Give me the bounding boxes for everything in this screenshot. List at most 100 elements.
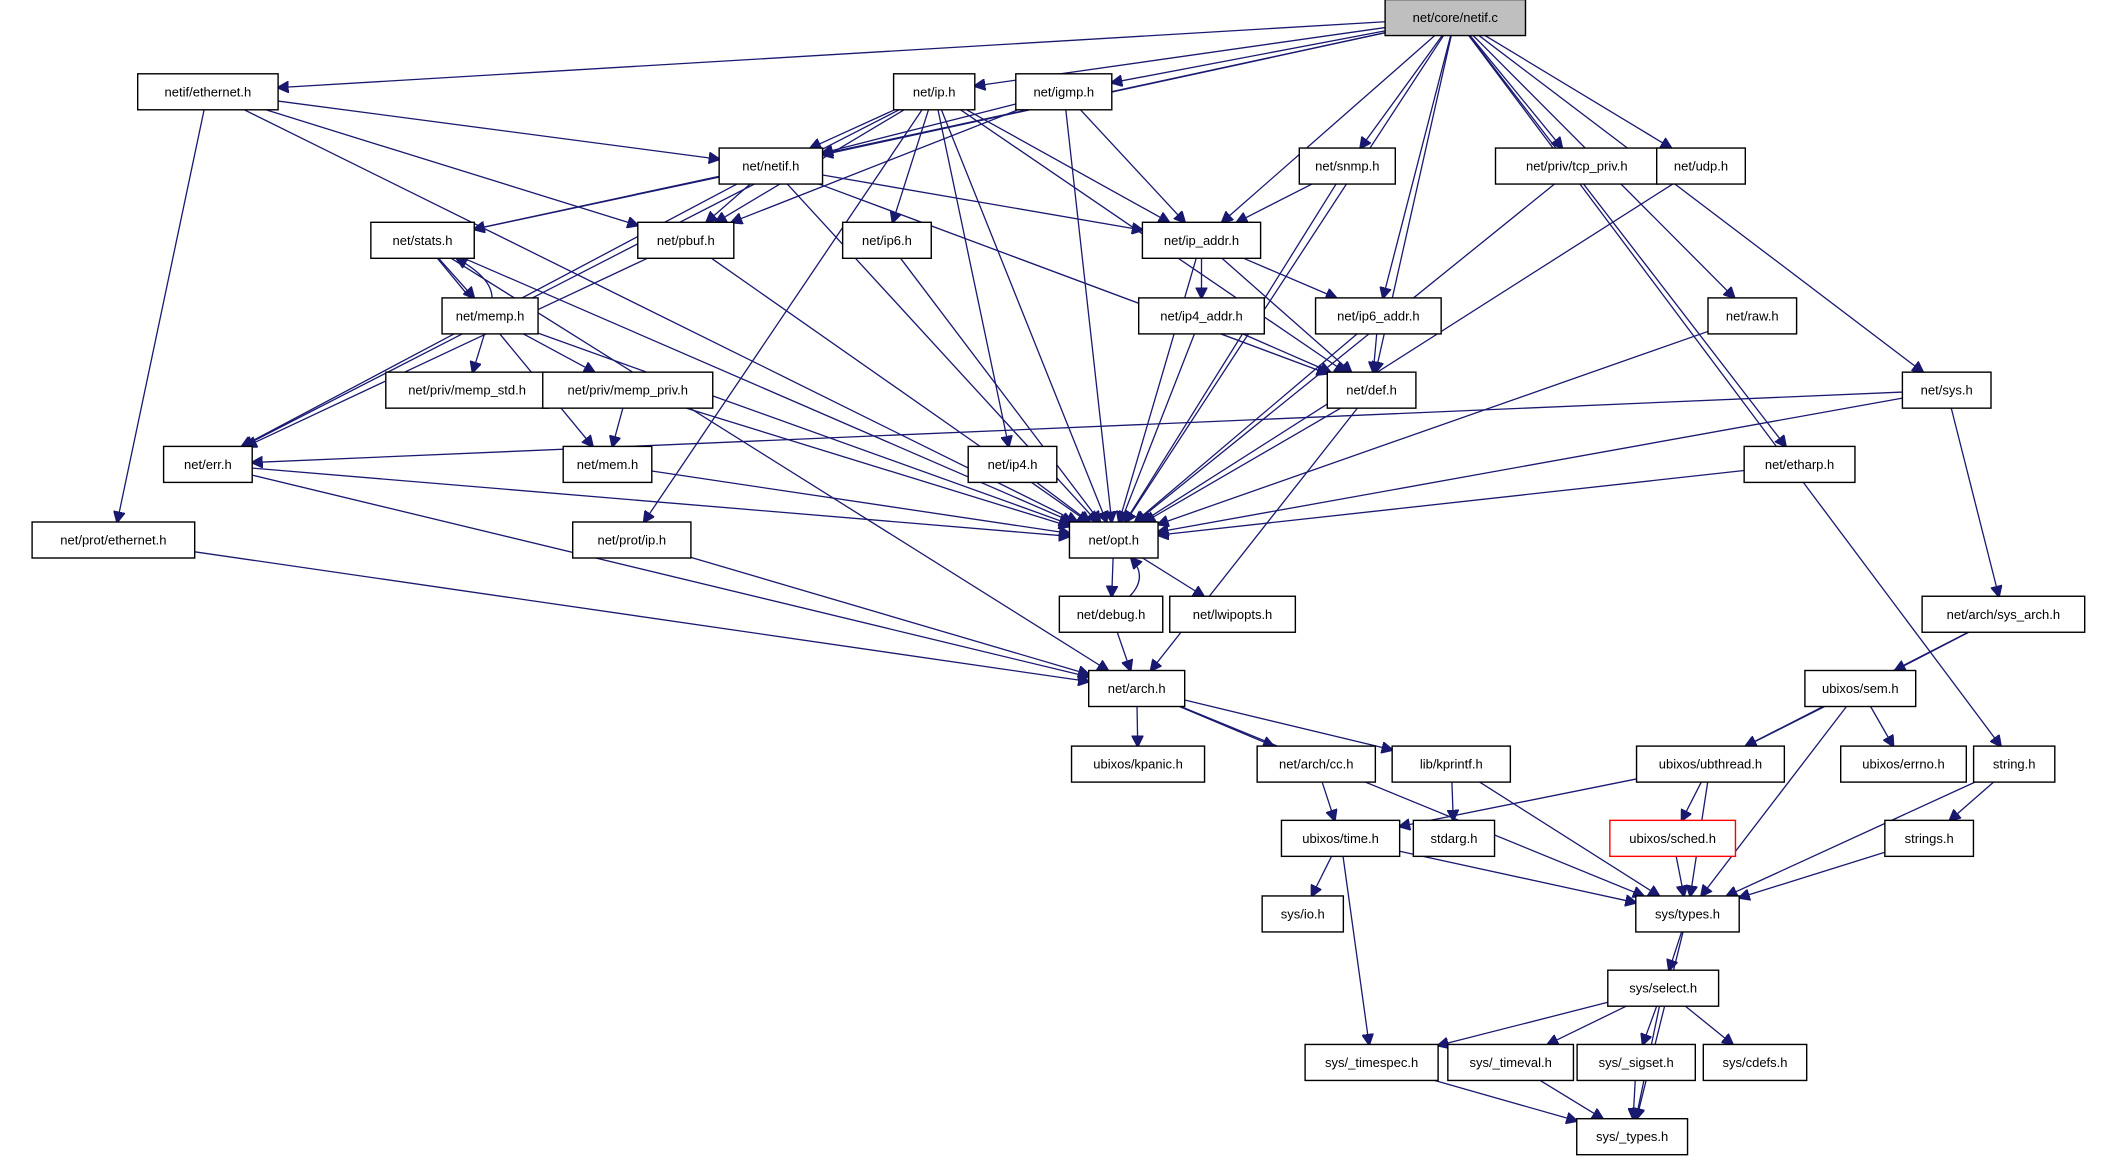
edge-cc-to-time [1321,781,1335,820]
edge-kprintf-to-stdarg [1452,782,1453,820]
edge-memp-to-stats [457,258,493,298]
node-sys[interactable]: net/sys.h [1901,371,1992,409]
node-igmp[interactable]: net/igmp.h [1015,73,1113,111]
node-label: ubixos/sem.h [1822,681,1899,696]
node-label: net/prot/ip.h [597,533,666,548]
edge-select-to-sigset [1643,1005,1658,1044]
node-time[interactable]: ubixos/time.h [1280,819,1401,858]
node-netif-h[interactable]: net/netif.h [718,147,824,185]
node-lwipopts[interactable]: net/lwipopts.h [1169,595,1297,633]
edge-netif_h-to-stats [474,176,720,229]
node-strings[interactable]: strings.h [1884,819,1975,858]
edge-netif_h-to-def [818,183,1327,374]
edge-sem-to-errno [1870,706,1894,747]
node-ip4[interactable]: net/ip4.h [967,445,1058,484]
node-sem[interactable]: ubixos/sem.h [1804,669,1917,708]
node-stdarg[interactable]: stdarg.h [1412,819,1496,858]
node-box [1494,147,1659,185]
node-box [1015,73,1113,111]
edge-tcp_priv-to-opt [1136,183,1555,522]
node-box [1635,895,1740,933]
node-label: net/arch/cc.h [1279,757,1353,772]
node-label: net/stats.h [393,233,453,248]
node-box [1447,1043,1575,1082]
node-box [967,445,1058,484]
node-cc[interactable]: net/arch/cc.h [1256,745,1377,783]
node-cdefs[interactable]: sys/cdefs.h [1702,1043,1808,1082]
node-ip6[interactable]: net/ip6.h [841,221,932,260]
node-netif-c[interactable]: net/core/netif.c [1384,0,1527,37]
node-stats[interactable]: net/stats.h [370,221,475,260]
node-timeval[interactable]: sys/_timeval.h [1447,1043,1575,1082]
node-sigset[interactable]: sys/_sigset.h [1576,1043,1696,1082]
node-udp[interactable]: net/udp.h [1655,147,1746,185]
node-label: sys/cdefs.h [1722,1055,1787,1070]
edge-ip4_addr-to-def [1242,333,1331,372]
node-memp[interactable]: net/memp.h [441,297,539,335]
node-ip-addr[interactable]: net/ip_addr.h [1141,221,1262,260]
node-box [1576,1117,1689,1156]
node-mem[interactable]: net/mem.h [562,445,653,484]
node-opt[interactable]: net/opt.h [1068,521,1159,559]
node-box [841,221,932,260]
node-box [1576,1043,1696,1082]
node-prot-ip[interactable]: net/prot/ip.h [572,521,692,559]
node-sched[interactable]: ubixos/sched.h [1609,819,1737,858]
edge-time-to-timespec [1342,856,1369,1044]
edge-strings-to-types [1739,851,1886,898]
node-ubthread[interactable]: ubixos/ubthread.h [1635,745,1786,783]
node-label: sys/select.h [1629,981,1697,996]
edge-ip-to-ip_addr [966,109,1170,223]
node-raw[interactable]: net/raw.h [1707,297,1798,335]
node-label: net/prot/ethernet.h [60,533,166,548]
node-label: net/ip4.h [988,457,1038,472]
node-label: net/snmp.h [1315,159,1379,174]
node-label: net/ip6.h [862,233,912,248]
edge-snmp-to-opt [1125,183,1337,522]
edge-igmp-to-opt [1065,109,1112,522]
edge-ubthread-to-sched [1682,781,1702,820]
node-snmp[interactable]: net/snmp.h [1298,147,1397,185]
edge-ip-to-ip6 [893,109,930,223]
node-timespec[interactable]: sys/_timespec.h [1304,1043,1439,1082]
node-io[interactable]: sys/io.h [1261,895,1345,933]
node-string[interactable]: string.h [1972,745,2056,783]
node-label: net/lwipopts.h [1193,607,1273,622]
node-netif-ethernet[interactable]: netif/ethernet.h [136,73,279,111]
node-memp-std[interactable]: net/priv/memp_std.h [385,371,550,409]
node-label: net/memp.h [456,308,525,323]
node-label: net/pbuf.h [657,233,715,248]
edge-netif_c-to-igmp [1112,30,1386,83]
edge-netif_c-to-string [1468,35,2001,747]
node-arch[interactable]: net/arch.h [1087,669,1186,708]
node-debug[interactable]: net/debug.h [1058,595,1164,633]
node-box [1921,595,2086,633]
edge-arch-to-kpanic [1137,706,1138,747]
node-sys-arch[interactable]: net/arch/sys_arch.h [1921,595,2086,633]
node-pbuf[interactable]: net/pbuf.h [637,221,735,260]
node-etharp[interactable]: net/etharp.h [1743,445,1856,484]
node-ip6-addr[interactable]: net/ip6_addr.h [1314,297,1442,335]
node-box [1280,819,1401,858]
node-label: net/err.h [184,457,232,472]
node-prot-ethernet[interactable]: net/prot/ethernet.h [31,521,196,559]
node-ip4-addr[interactable]: net/ip4_addr.h [1137,297,1265,335]
node-memp-priv[interactable]: net/priv/memp_priv.h [542,371,714,409]
node-kprintf[interactable]: lib/kprintf.h [1391,745,1512,783]
node-ip[interactable]: net/ip.h [892,73,976,111]
node-def[interactable]: net/def.h [1326,371,1417,409]
node-label: sys/_types.h [1596,1129,1668,1144]
node--types[interactable]: sys/_types.h [1576,1117,1689,1156]
node-select[interactable]: sys/select.h [1607,969,1720,1007]
edge-prot_ethernet-to-arch [194,551,1089,682]
edge-ip-to-opt [940,109,1106,522]
node-types[interactable]: sys/types.h [1635,895,1740,933]
node-tcp-priv[interactable]: net/priv/tcp_priv.h [1494,147,1659,185]
edge-sys-to-sys_arch [1950,407,1999,596]
node-err[interactable]: net/err.h [162,445,253,484]
node-label: net/debug.h [1077,607,1146,622]
node-kpanic[interactable]: ubixos/kpanic.h [1070,745,1206,783]
node-errno[interactable]: ubixos/errno.h [1839,745,1967,783]
node-label: sys/_sigset.h [1599,1055,1674,1070]
node-box [1137,297,1265,335]
